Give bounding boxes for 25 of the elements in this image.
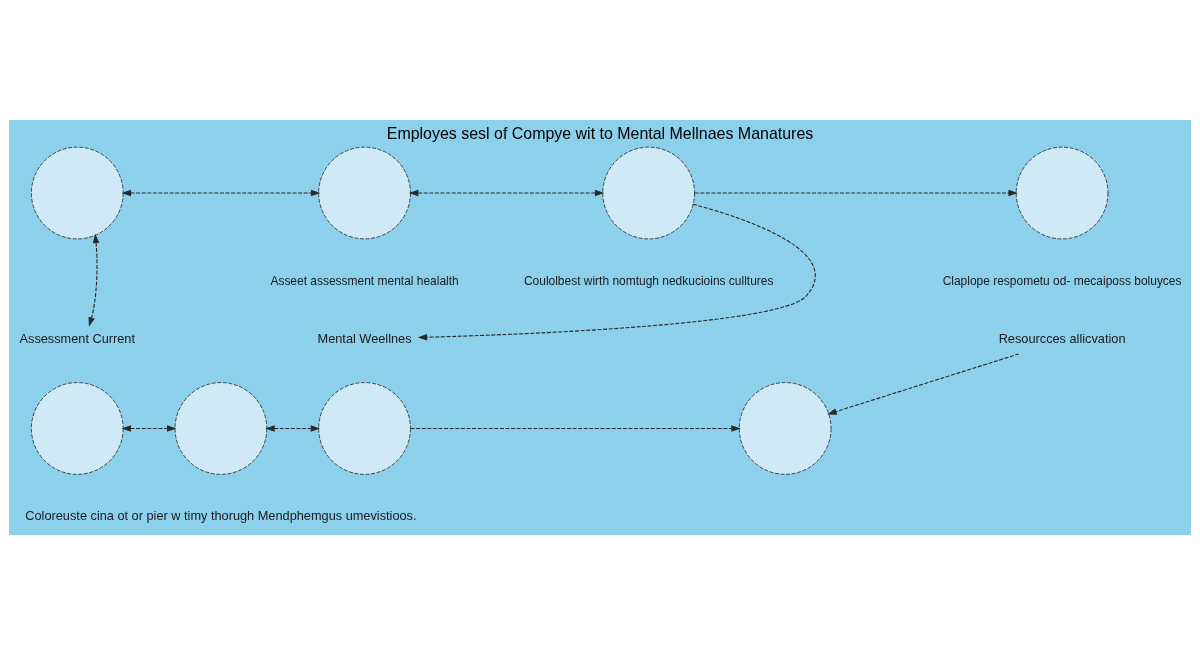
node-text: Assessment Current: [19, 330, 136, 345]
node-text: Mental Weellnes: [317, 330, 412, 345]
node-circle: [1015, 146, 1109, 239]
arrow: [88, 233, 100, 327]
arrow: [827, 352, 1020, 415]
arrow: [694, 189, 1018, 196]
node-circle: [318, 146, 411, 239]
node-circle: [738, 381, 832, 475]
arrow: [121, 424, 177, 432]
node-circle: [174, 381, 268, 475]
arrow: [417, 203, 816, 341]
diagram-title: Employes sesl of Compye wit to Mental Mellnaes Manatures: [386, 124, 814, 142]
node-label: Asseet assessment mental healalth: [270, 273, 459, 288]
node-circle: [30, 381, 124, 475]
arrow: [121, 189, 321, 196]
caption: Coloreuste cina ot or pier w timy thorugh Mendphemgus umevistioos.: [25, 507, 417, 523]
node-circle: [30, 146, 124, 239]
node-label: Claplope respometu od- mecaiposs boluyces: [942, 273, 1182, 288]
node-circle: [318, 381, 411, 475]
arrow: [410, 424, 741, 432]
node-label: Coulolbest wirth nomtugh nedkucioins culltures: [523, 273, 774, 288]
node-circle: [602, 146, 695, 239]
arrow: [408, 189, 605, 196]
node-text: Resourcces allicvation: [998, 330, 1126, 345]
arrow: [265, 424, 321, 432]
